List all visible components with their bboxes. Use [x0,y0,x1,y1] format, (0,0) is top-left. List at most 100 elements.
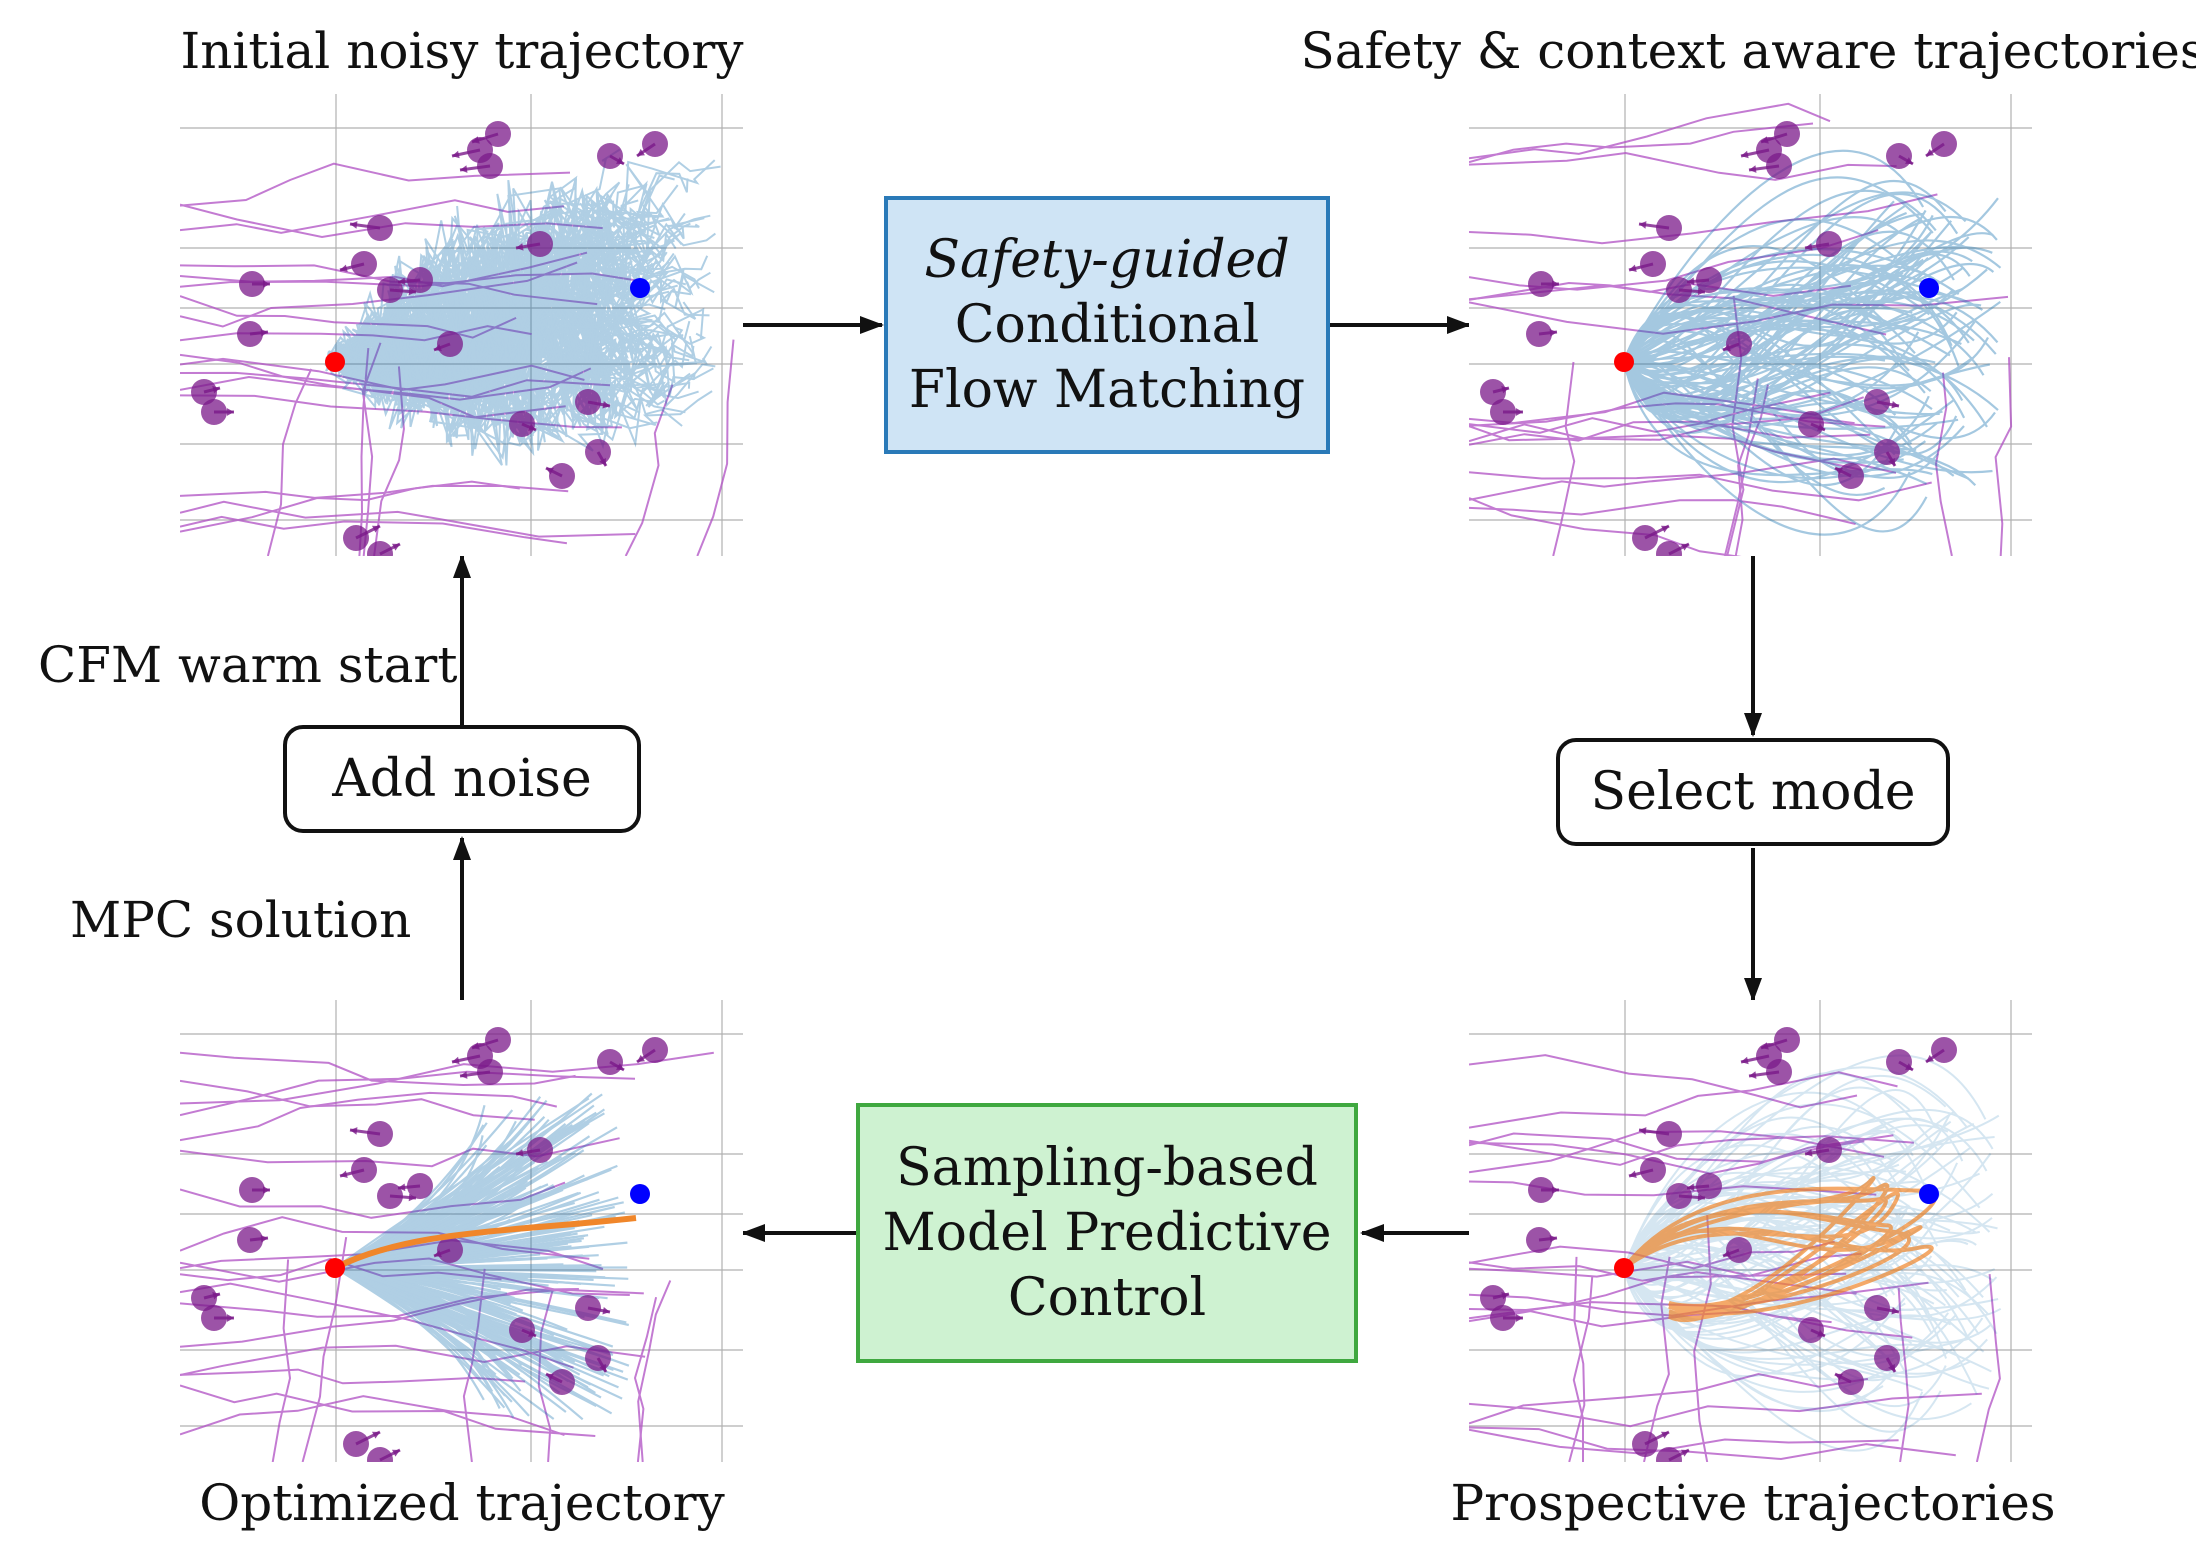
pedestrian-marker [1666,277,1706,303]
goal-point [1919,278,1939,298]
pedestrian-marker [1638,1121,1682,1147]
pedestrian-marker [1656,541,1690,556]
pedestrian-marker [1874,1345,1900,1373]
pedestrian-marker [545,1369,575,1395]
pedestrian-marker [636,131,668,158]
mpc-box-line-1: Sampling-based [896,1137,1318,1198]
goal-point [630,278,650,298]
pedestrian-marker [575,1295,611,1321]
noisy-trajectories [324,148,721,466]
pedestrian-marker [515,231,553,257]
pedestrian-marker [1834,463,1864,489]
pedestrians [191,121,668,556]
safety-trajectories-plot [1469,94,2032,556]
pedestrian-marker [597,143,625,169]
pedestrian-marker [349,1121,393,1147]
pedestrian-marker [1632,524,1670,551]
pedestrian-marker [471,121,511,147]
pedestrian-marker [367,541,401,556]
pedestrian-marker [1526,1227,1558,1253]
pedestrian-marker [1528,271,1559,297]
pedestrian-trails [180,162,735,556]
pedestrian-marker [1804,231,1842,257]
pedestrian-marker [201,1305,234,1331]
pedestrian-marker [1480,1285,1510,1311]
safe-trajectories [1622,149,2002,536]
prospective-trajectories-title: Prospective trajectories [1450,1474,2056,1532]
pedestrian-marker [1748,153,1792,179]
mpc-box-line-2: Model Predictive [882,1202,1332,1263]
pedestrians [1480,121,1957,556]
pedestrian-marker [545,463,575,489]
pedestrian-marker [1490,399,1523,425]
pedestrian-marker [585,439,611,467]
pedestrian-marker [349,215,393,241]
pedestrian-marker [1804,1137,1842,1163]
pedestrian-marker [575,389,611,415]
pedestrian-marker [397,267,433,293]
pedestrians [191,1027,668,1462]
pedestrians [1480,1027,1957,1462]
pedestrian-marker [459,153,503,179]
pedestrian-marker [397,1173,433,1199]
pedestrian-marker [1864,389,1900,415]
pedestrian-marker [201,399,234,425]
pedestrian-marker [1526,321,1558,347]
goal-point [630,1184,650,1204]
pedestrian-marker [1798,411,1826,437]
pedestrian-marker [1864,1295,1900,1321]
pedestrian-marker [509,411,537,437]
start-point [1614,352,1634,372]
start-point [325,352,345,372]
pedestrian-trails [1469,1054,2001,1462]
mpc-solution-label: MPC solution [70,891,412,949]
pedestrian-marker [367,1447,401,1462]
pedestrian-marker [1528,1177,1559,1203]
cfm-box-line-1: Safety-guided [924,229,1290,290]
pedestrian-marker [1666,1183,1706,1209]
pedestrian-marker [1834,1369,1864,1395]
pedestrian-marker [433,1237,463,1263]
pedestrian-marker [1760,1027,1800,1053]
pedestrian-marker [515,1137,553,1163]
pedestrian-marker [1628,251,1666,277]
pedestrian-marker [1874,439,1900,467]
grid-lines [180,94,743,556]
pedestrian-marker [471,1027,511,1053]
pedestrian-marker [1686,1173,1722,1199]
pedestrian-marker [1490,1305,1523,1331]
pedestrian-marker [459,1059,503,1085]
pedestrian-marker [343,1430,381,1457]
initial-trajectory-plot [180,94,743,556]
pedestrian-marker [1925,131,1957,158]
pedestrian-marker [1886,143,1914,169]
grid-lines [180,1000,743,1462]
pedestrian-marker [1760,121,1800,147]
cfm-box-line-3: Flow Matching [908,359,1306,420]
pedestrian-marker [1686,267,1722,293]
pedestrian-marker [237,1227,269,1253]
pedestrian-marker [1722,1237,1752,1263]
add-noise-box: Add noise [283,725,641,833]
pedestrian-marker [377,1183,417,1209]
pedestrian-marker [343,524,381,551]
cfm-box-line-2: Conditional [954,294,1260,355]
pedestrian-marker [597,1049,625,1075]
mpc-box-line-3: Control [1007,1267,1207,1328]
pedestrian-marker [1638,215,1682,241]
pedestrian-marker [1748,1059,1792,1085]
mpc-box: Sampling-based Model Predictive Control [856,1103,1358,1363]
pedestrian-marker [1722,331,1752,357]
optimal-trajectory [333,1215,637,1271]
select-mode-box: Select mode [1556,738,1950,846]
pedestrian-marker [636,1037,668,1064]
pedestrian-marker [585,1345,611,1373]
optimized-trajectory-plot [180,1000,743,1462]
pedestrian-marker [1632,1430,1670,1457]
start-point [1614,1258,1634,1278]
pedestrian-marker [433,331,463,357]
pedestrian-trails [180,1051,714,1462]
pedestrian-marker [509,1317,537,1343]
pedestrian-marker [237,321,269,347]
